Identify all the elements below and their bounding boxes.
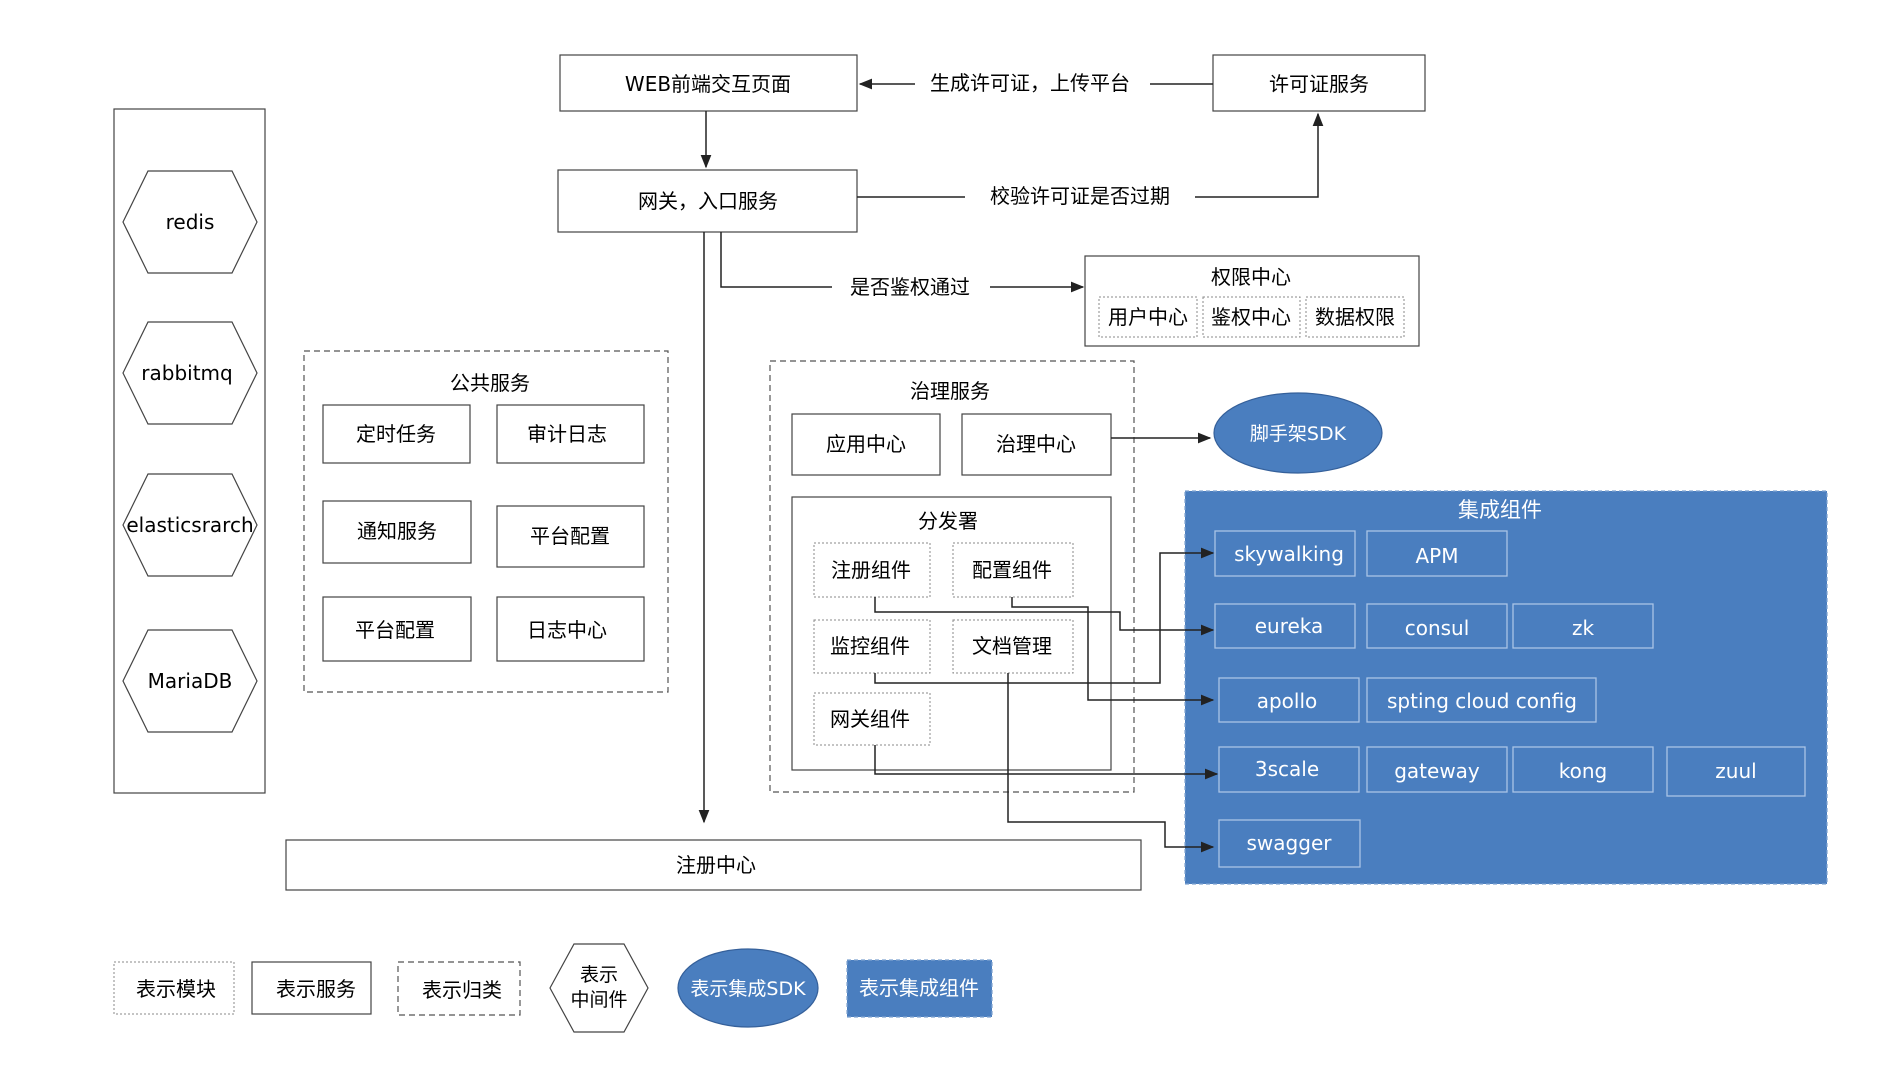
license-service-box: 许可证服务 xyxy=(1212,54,1426,112)
public-service-box: 审计日志 xyxy=(496,404,645,464)
integration-boxes xyxy=(1214,530,1806,868)
svg-text:表示模块: 表示模块 xyxy=(136,977,216,1001)
middleware-rabbitmq: rabbitmq xyxy=(122,321,258,425)
register-component-module: 注册组件 xyxy=(813,542,931,598)
public-service-box: 通知服务 xyxy=(322,500,472,564)
gov-center-box: 治理中心 xyxy=(961,413,1112,476)
svg-text:治理中心: 治理中心 xyxy=(996,432,1076,456)
governance-title: 治理服务 xyxy=(910,379,990,403)
public-services-title: 公共服务 xyxy=(450,371,530,395)
legend-component: 表示集成组件 xyxy=(846,959,993,1018)
legend-category: 表示归类 xyxy=(397,961,521,1016)
svg-text:WEB前端交互页面: WEB前端交互页面 xyxy=(625,72,791,96)
svg-text:数据权限: 数据权限 xyxy=(1315,305,1395,329)
app-center-box: 应用中心 xyxy=(791,413,941,476)
gateway-component-module: 网关组件 xyxy=(813,692,931,746)
svg-text:表示: 表示 xyxy=(580,964,618,986)
legend-sdk: 表示集成SDK xyxy=(677,948,819,1028)
svg-text:用户中心: 用户中心 xyxy=(1108,305,1188,329)
svg-text:表示归类: 表示归类 xyxy=(422,978,502,1002)
public-service-box: 平台配置 xyxy=(496,505,645,568)
apollo-label: apollo xyxy=(1257,689,1318,713)
gateway-label: gateway xyxy=(1394,759,1480,783)
svg-text:许可证服务: 许可证服务 xyxy=(1269,72,1369,96)
public-service-box: 平台配置 xyxy=(322,596,472,662)
svg-text:平台配置: 平台配置 xyxy=(355,618,435,642)
svg-text:表示服务: 表示服务 xyxy=(276,977,356,1001)
skywalking-label: skywalking xyxy=(1234,542,1344,566)
data-permission-module xyxy=(1305,296,1405,338)
eureka-label: eureka xyxy=(1255,614,1324,638)
zuul-label: zuul xyxy=(1715,759,1756,783)
svg-text:鉴权中心: 鉴权中心 xyxy=(1211,305,1291,329)
svg-text:注册中心: 注册中心 xyxy=(676,853,756,877)
distributor-title: 分发署 xyxy=(918,509,978,533)
doc-management-module: 文档管理 xyxy=(952,619,1074,674)
svg-text:网关，入口服务: 网关，入口服务 xyxy=(638,189,778,213)
public-service-box: 定时任务 xyxy=(322,404,471,464)
svg-text:审计日志: 审计日志 xyxy=(527,422,607,446)
web-frontend-box: WEB前端交互页面 xyxy=(559,54,858,112)
sdk-ellipse: 脚手架SDK xyxy=(1213,392,1383,474)
zk-label: zk xyxy=(1572,616,1594,640)
svg-text:监控组件: 监控组件 xyxy=(830,634,910,658)
integration-group xyxy=(1184,490,1828,885)
svg-text:文档管理: 文档管理 xyxy=(972,634,1052,658)
svg-text:rabbitmq: rabbitmq xyxy=(141,361,232,385)
apm-label: APM xyxy=(1416,544,1459,568)
svg-text:通知服务: 通知服务 xyxy=(357,519,437,543)
integration-title: 集成组件 xyxy=(1458,498,1542,522)
gateway-box: 网关，入口服务 xyxy=(557,169,858,233)
legend-module: 表示模块 xyxy=(113,961,235,1015)
svg-text:权限中心: 权限中心 xyxy=(1211,265,1291,289)
svg-text:表示集成SDK: 表示集成SDK xyxy=(690,978,806,1000)
svg-text:日志中心: 日志中心 xyxy=(527,618,607,642)
svg-text:脚手架SDK: 脚手架SDK xyxy=(1250,423,1347,445)
middleware-redis: redis xyxy=(122,170,258,274)
swagger-label: swagger xyxy=(1247,831,1333,855)
svg-text:redis: redis xyxy=(166,210,215,234)
svg-text:定时任务: 定时任务 xyxy=(356,422,436,446)
config-component-module: 配置组件 xyxy=(952,542,1074,598)
check-license-arrow xyxy=(1195,112,1324,198)
gen-license-label: 生成许可证，上传平台 xyxy=(930,71,1130,95)
auth-center-module xyxy=(1202,296,1301,338)
distributor-connectors xyxy=(874,547,1219,853)
consul-label: consul xyxy=(1405,616,1470,640)
svg-text:注册组件: 注册组件 xyxy=(831,558,911,582)
svg-text:配置组件: 配置组件 xyxy=(972,558,1052,582)
3scale-label: 3scale xyxy=(1255,757,1319,781)
auth-line-left xyxy=(720,232,832,288)
svg-text:elasticsrarch: elasticsrarch xyxy=(126,513,253,537)
integration-labels: skywalking APM eureka consul zk apollo s… xyxy=(1234,542,1757,855)
auth-pass-label: 是否鉴权通过 xyxy=(850,275,970,299)
legend-middleware: 表示 中间件 xyxy=(549,943,649,1033)
check-license-label: 校验许可证是否过期 xyxy=(990,184,1170,208)
legend-service: 表示服务 xyxy=(251,961,372,1015)
monitor-component-module: 监控组件 xyxy=(813,619,931,674)
svg-text:表示集成组件: 表示集成组件 xyxy=(859,976,979,1000)
svg-text:平台配置: 平台配置 xyxy=(530,524,610,548)
middleware-mariadb: MariaDB xyxy=(122,629,258,733)
public-service-box: 日志中心 xyxy=(496,596,645,662)
spring-cloud-config-label: spting cloud config xyxy=(1387,689,1577,713)
svg-text:网关组件: 网关组件 xyxy=(830,707,910,731)
kong-label: kong xyxy=(1559,759,1607,783)
user-center-module xyxy=(1098,296,1198,338)
registry-center-box: 注册中心 xyxy=(285,839,1142,891)
svg-text:MariaDB: MariaDB xyxy=(148,669,233,693)
permission-center-box: 权限中心 用户中心 鉴权中心 数据权限 xyxy=(1084,255,1420,347)
middleware-elasticsearch: elasticsrarch xyxy=(122,473,258,577)
svg-text:中间件: 中间件 xyxy=(570,989,627,1011)
svg-text:应用中心: 应用中心 xyxy=(826,432,906,456)
